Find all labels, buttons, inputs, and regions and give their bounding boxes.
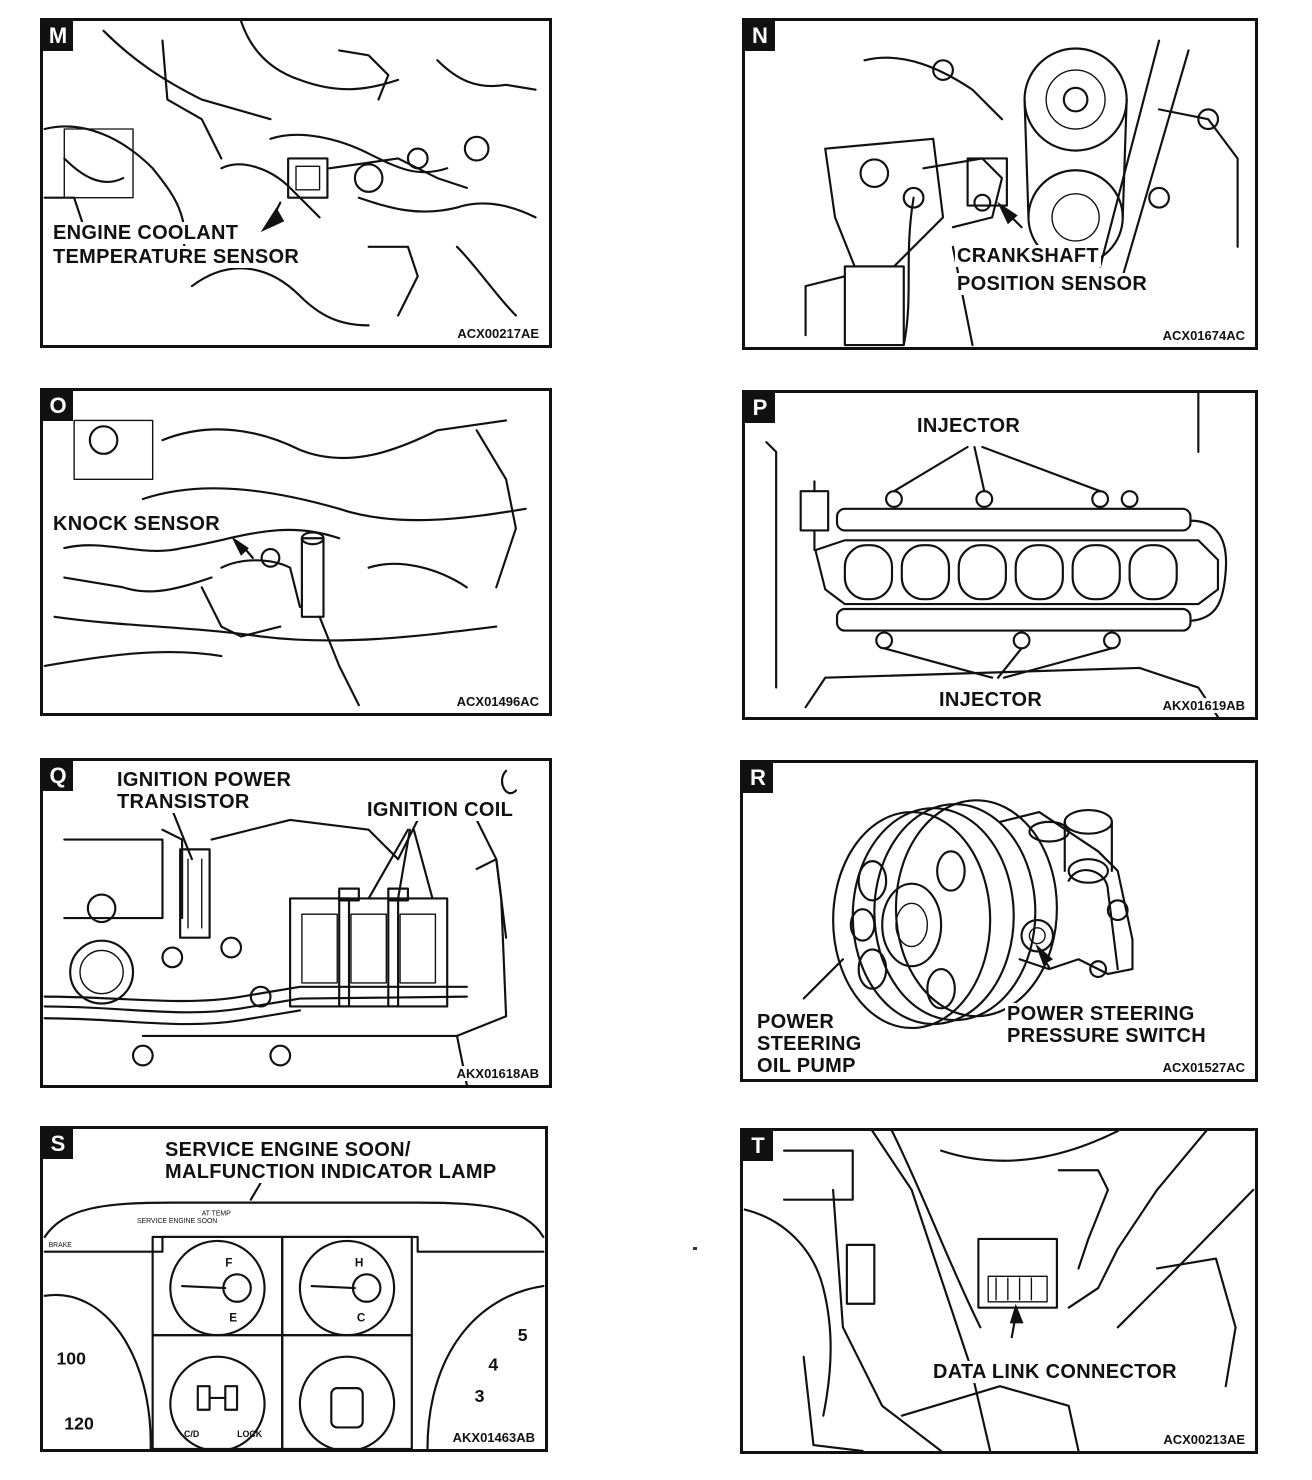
under-dash-illustration xyxy=(743,1131,1255,1451)
figure-code: AKX01463AB xyxy=(450,1430,537,1445)
panel-letter: O xyxy=(43,391,73,421)
fuel-rail-illustration xyxy=(765,393,1228,717)
label-knock-sensor: KNOCK SENSOR xyxy=(51,513,222,535)
label-ignition-coil: IGNITION COIL xyxy=(365,799,516,821)
scan-speck xyxy=(693,1247,697,1250)
speed-100: 100 xyxy=(56,1349,86,1369)
cd-mark: C/D xyxy=(184,1429,199,1439)
panel-t: T DATA LINK CONNECTOR ACX00213AE xyxy=(740,1128,1258,1454)
panel-n: N CRANKSHAFT POSITION SENSOR ACX01674AC xyxy=(742,18,1258,350)
label-pressure-switch: PRESSURE SWITCH xyxy=(1005,1025,1208,1047)
rpm-5: 5 xyxy=(518,1325,528,1345)
label-position-sensor: POSITION SENSOR xyxy=(955,273,1150,295)
gauge-e: E xyxy=(229,1311,237,1324)
brake-mark: BRAKE xyxy=(49,1242,73,1249)
rpm-4: 4 xyxy=(488,1354,498,1374)
gauge-h: H xyxy=(355,1256,364,1269)
lock-mark: LOCK xyxy=(237,1429,263,1439)
gauge-c: C xyxy=(357,1311,366,1324)
engine-block-illustration xyxy=(43,419,527,707)
panel-o: O KNOCK SENSOR ACX01496AC xyxy=(40,388,552,716)
panel-q: Q IGNITION POWER TRANSISTOR xyxy=(40,758,552,1088)
engine-bay-illustration xyxy=(43,21,537,327)
label-injector-bottom: INJECTOR xyxy=(937,689,1045,711)
label-service-engine-soon: SERVICE ENGINE SOON/ xyxy=(163,1139,413,1161)
at-temp-mark: AT TEMP xyxy=(202,1210,231,1217)
figure-code: AKX01618AB xyxy=(454,1066,541,1081)
gauge-f: F xyxy=(225,1256,232,1269)
label-power-steering: POWER STEERING xyxy=(1005,1003,1197,1025)
panel-letter: P xyxy=(745,393,775,423)
panel-p: P INJECTOR INJECTOR AKX01619AB xyxy=(742,390,1258,720)
instrument-cluster-illustration: SERVICE ENGINE SOON AT TEMP BRAKE F E H … xyxy=(43,1181,545,1449)
label-transistor: TRANSISTOR xyxy=(115,791,252,813)
speed-120: 120 xyxy=(64,1413,94,1433)
label-injector-top: INJECTOR xyxy=(915,415,1023,437)
panel-m: M ENGINE COOLANT TEMPERATURE SENSOR ACX0… xyxy=(40,18,552,348)
figure-code: ACX01527AC xyxy=(1160,1060,1247,1075)
panel-r: R POWER STEERING OIL PUMP POWER STEERING… xyxy=(740,760,1258,1082)
label-engine-coolant: ENGINE COOLANT xyxy=(51,222,241,244)
figure-code: ACX01496AC xyxy=(454,694,541,709)
service-engine-soon-mark: SERVICE ENGINE SOON xyxy=(137,1218,217,1225)
panel-letter: N xyxy=(745,21,775,51)
label-ignition-power: IGNITION POWER xyxy=(115,769,294,791)
label-crankshaft: CRANKSHAFT xyxy=(955,245,1101,267)
figure-code: ACX00213AE xyxy=(1161,1432,1247,1447)
label-temperature-sensor: TEMPERATURE SENSOR xyxy=(51,246,302,268)
panel-s: S SERVICE ENGINE SOON AT TEMP BRAKE F E … xyxy=(40,1126,548,1452)
panel-letter: R xyxy=(743,763,773,793)
label-power: POWER xyxy=(755,1011,837,1033)
panel-letter: M xyxy=(43,21,73,51)
figure-code: ACX00217AE xyxy=(455,326,541,341)
label-oil-pump: OIL PUMP xyxy=(755,1055,858,1077)
panel-letter: S xyxy=(43,1129,73,1159)
label-steering: STEERING xyxy=(755,1033,864,1055)
engine-front-illustration xyxy=(804,39,1239,347)
label-data-link-connector: DATA LINK CONNECTOR xyxy=(931,1361,1179,1383)
label-malfunction-indicator-lamp: MALFUNCTION INDICATOR LAMP xyxy=(163,1161,499,1183)
rpm-3: 3 xyxy=(475,1386,485,1406)
panel-letter: T xyxy=(743,1131,773,1161)
panel-letter: Q xyxy=(43,761,73,791)
figure-code: ACX01674AC xyxy=(1160,328,1247,343)
power-steering-pump-illustration xyxy=(802,799,1134,1030)
figure-code: AKX01619AB xyxy=(1160,698,1247,713)
